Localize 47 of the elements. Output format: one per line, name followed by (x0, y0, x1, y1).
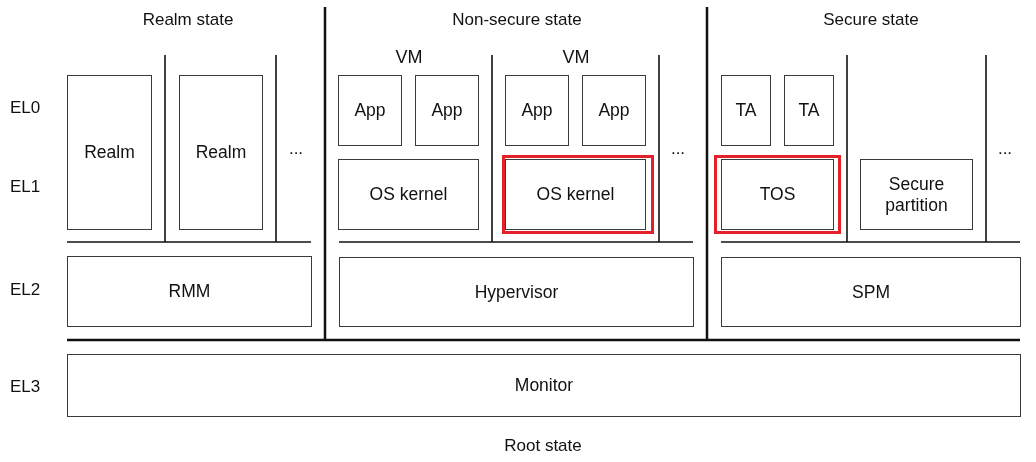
exception-level-label: EL0 (9, 98, 41, 118)
box-label: Realm (83, 142, 136, 163)
component-box (505, 75, 569, 146)
ellipsis: ... (670, 139, 686, 159)
exception-level-label: EL1 (9, 177, 41, 197)
ellipsis: ... (997, 139, 1013, 159)
component-box (415, 75, 479, 146)
exception-level-label: EL3 (9, 377, 41, 397)
state-heading: Realm state (142, 10, 234, 30)
component-box (339, 257, 694, 327)
state-heading: Non-secure state (452, 10, 582, 30)
box-label: RMM (167, 281, 212, 302)
component-box (505, 159, 646, 230)
component-box (67, 75, 152, 230)
highlight-frame (502, 155, 654, 234)
box-label: TA (734, 100, 758, 121)
component-box (721, 257, 1021, 327)
box-label: App (597, 100, 631, 121)
state-heading: Root state (504, 436, 582, 456)
box-label: Secure partition (884, 173, 949, 216)
state-heading: Secure state (823, 10, 919, 30)
component-box (582, 75, 646, 146)
box-label: App (353, 100, 387, 121)
box-label: OS kernel (368, 184, 449, 205)
box-label: TOS (758, 184, 797, 205)
vm-label: VM (395, 47, 423, 67)
component-box (338, 159, 479, 230)
box-label: TA (797, 100, 821, 121)
component-box (860, 159, 973, 230)
box-label: Hypervisor (473, 281, 560, 303)
highlight-frame (714, 155, 841, 234)
box-label: Realm (194, 142, 248, 163)
box-label: OS kernel (535, 184, 616, 205)
box-label: App (520, 100, 554, 121)
box-label: Monitor (513, 375, 575, 396)
component-box (67, 354, 1021, 417)
component-box (784, 75, 834, 146)
vm-label: VM (562, 47, 590, 67)
box-label: SPM (851, 281, 891, 303)
component-box (721, 75, 771, 146)
component-box (179, 75, 263, 230)
exception-level-label: EL2 (9, 280, 41, 300)
box-label: App (430, 100, 464, 121)
ellipsis: ... (288, 139, 304, 159)
component-box (67, 256, 312, 327)
component-box (721, 159, 834, 230)
component-box (338, 75, 402, 146)
